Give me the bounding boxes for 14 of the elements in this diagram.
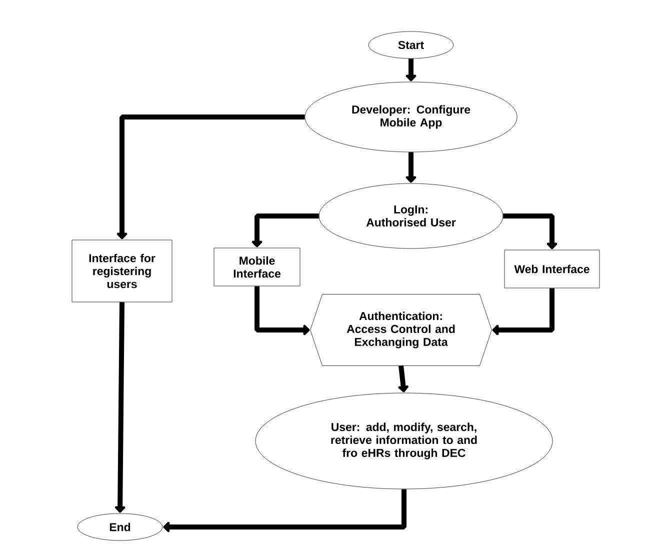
arrow: [254, 286, 310, 336]
arrow: [492, 288, 554, 336]
arrow: [116, 114, 305, 240]
arrow: [405, 152, 417, 183]
arrow: [405, 58, 417, 82]
process-box: Mobile Interface: [214, 248, 300, 286]
preparation-hexagon: Authentication: Access Control and Exchanging Data: [310, 294, 492, 366]
arrow: [114, 302, 126, 513]
arrow: [398, 365, 409, 392]
process-box: Web Interface: [504, 250, 600, 288]
arrow: [251, 214, 319, 248]
arrow: [163, 489, 406, 533]
arrow: [503, 214, 558, 250]
process-box: Interface for registering users: [72, 240, 172, 302]
